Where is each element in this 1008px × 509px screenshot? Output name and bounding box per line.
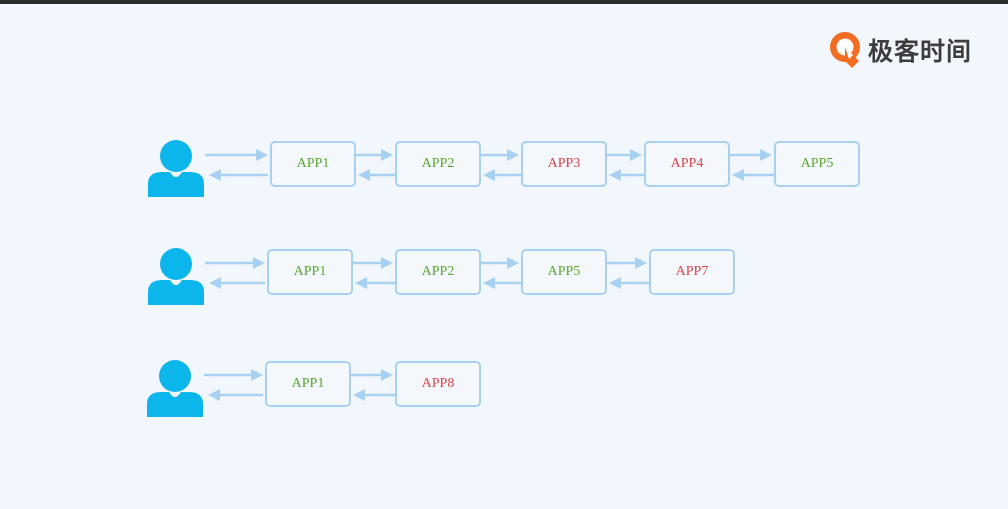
call-chain-2: APP1 APP2 APP5 APP7: [148, 248, 735, 305]
app-node-app7: APP7: [649, 249, 735, 295]
user-icon: [148, 248, 204, 305]
arrow-head: [209, 277, 221, 289]
call-chain-1: APP1 APP2 APP3 APP4 APP5: [148, 140, 860, 197]
app-box: [521, 249, 607, 295]
arrow-head: [253, 257, 265, 269]
app-box: [644, 141, 730, 187]
arrow-head: [208, 389, 220, 401]
app-box: [267, 249, 353, 295]
app-node-app5: APP5: [521, 249, 607, 295]
geektime-logo: 极客时间: [828, 30, 972, 70]
call-chain-3: APP1 APP8: [147, 360, 481, 417]
arrow-head: [483, 277, 495, 289]
app-node-app1: APP1: [267, 249, 353, 295]
arrow-head: [635, 257, 647, 269]
app-node-app4: APP4: [644, 141, 730, 187]
arrow-head: [609, 169, 621, 181]
app-node-app5: APP5: [774, 141, 860, 187]
app-label: APP4: [671, 156, 704, 171]
app-node-app2: APP2: [395, 141, 481, 187]
app-label: APP2: [422, 156, 455, 171]
arrow-head: [381, 369, 393, 381]
app-label: APP2: [422, 264, 455, 279]
app-label: APP7: [676, 264, 709, 279]
geektime-logo-icon: [830, 32, 860, 68]
app-box: [649, 249, 735, 295]
app-label: APP3: [548, 156, 581, 171]
app-node-app1: APP1: [265, 361, 351, 407]
arrow-head: [251, 369, 263, 381]
app-node-app3: APP3: [521, 141, 607, 187]
arrow-head: [381, 257, 393, 269]
app-box: [395, 141, 481, 187]
top-bar: [0, 0, 1008, 4]
app-node-app2: APP2: [395, 249, 481, 295]
app-label: APP1: [297, 156, 330, 171]
app-box: [395, 361, 481, 407]
arrow-head: [609, 277, 621, 289]
app-box: [265, 361, 351, 407]
app-box: [270, 141, 356, 187]
arrow-head: [256, 149, 268, 161]
app-node-app1: APP1: [270, 141, 356, 187]
arrow-head: [507, 149, 519, 161]
app-label: APP1: [292, 376, 325, 391]
app-box: [395, 249, 481, 295]
arrow-head: [760, 149, 772, 161]
arrow-head: [381, 149, 393, 161]
arrow-head: [732, 169, 744, 181]
app-box: [774, 141, 860, 187]
app-node-app8: APP8: [395, 361, 481, 407]
logo-text: 极客时间: [868, 37, 973, 66]
arrow-head: [209, 169, 221, 181]
arrow-head: [353, 389, 365, 401]
user-icon: [148, 140, 204, 197]
app-label: APP1: [294, 264, 327, 279]
arrow-head: [483, 169, 495, 181]
app-box: [521, 141, 607, 187]
app-label: APP8: [422, 376, 455, 391]
arrow-head: [507, 257, 519, 269]
app-label: APP5: [801, 156, 834, 171]
arrow-head: [355, 277, 367, 289]
app-label: APP5: [548, 264, 581, 279]
arrow-head: [358, 169, 370, 181]
user-icon: [147, 360, 203, 417]
arrow-head: [630, 149, 642, 161]
